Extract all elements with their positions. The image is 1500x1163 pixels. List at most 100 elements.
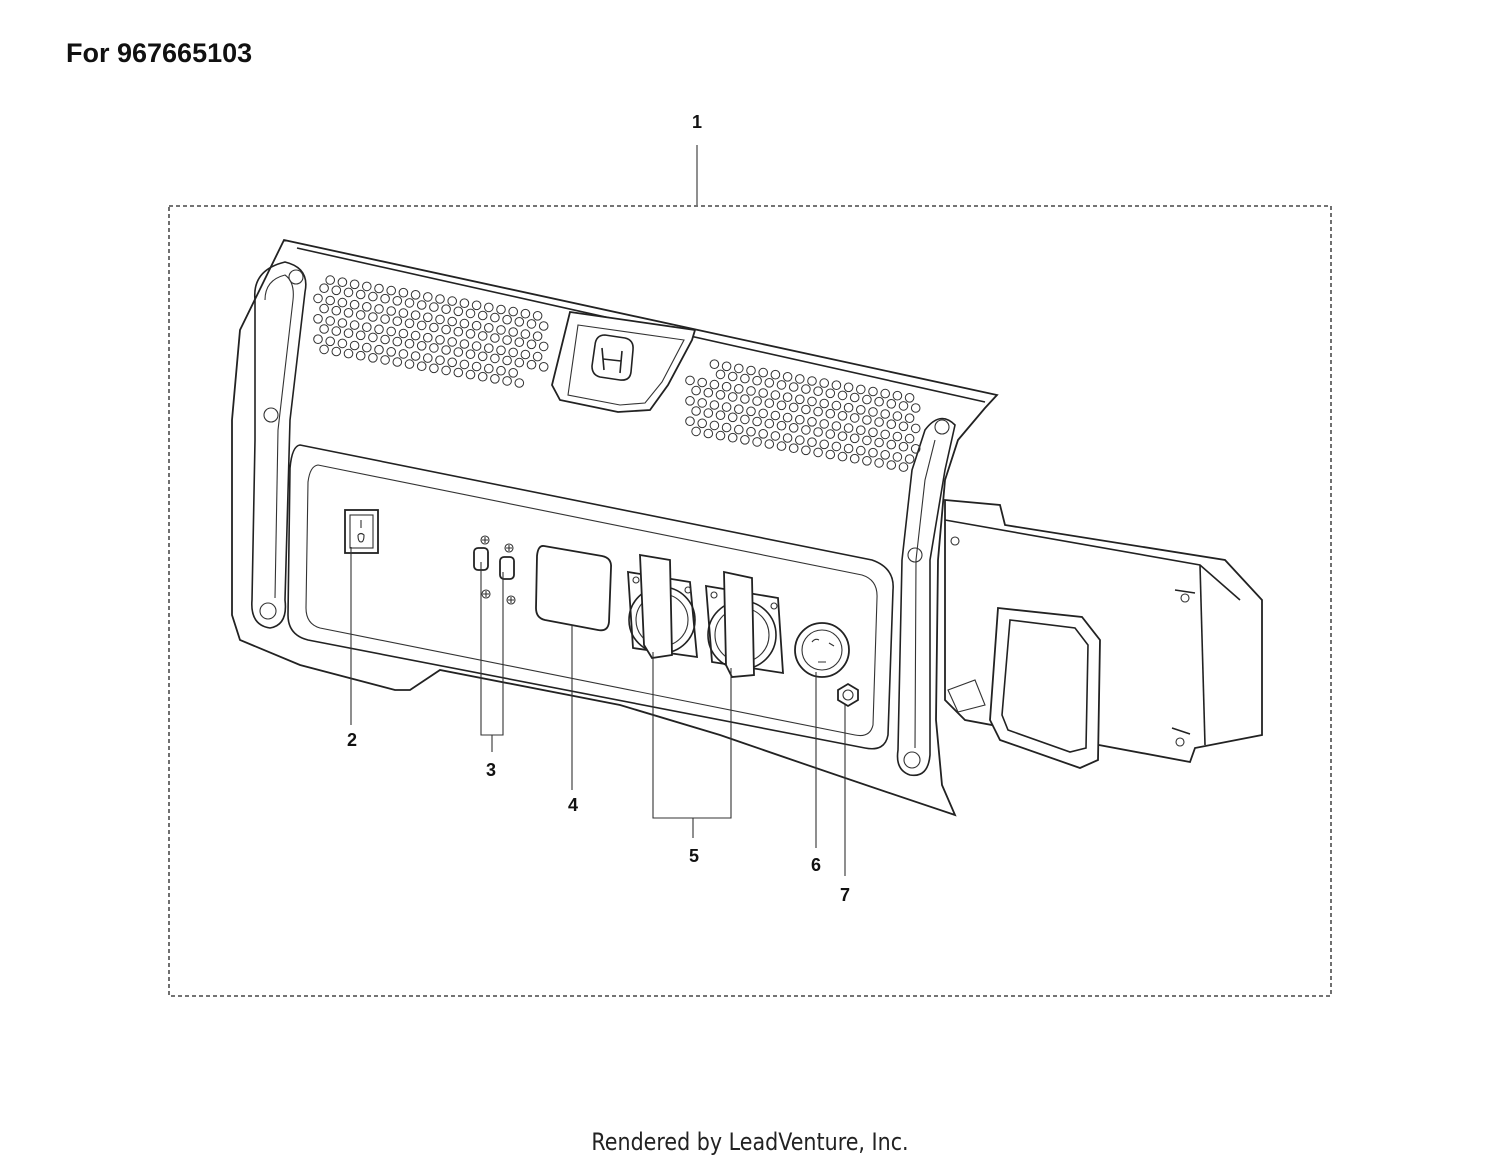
vent-hole xyxy=(331,326,342,336)
vent-hole xyxy=(410,330,421,341)
vent-hole xyxy=(325,295,336,306)
vent-hole xyxy=(368,353,378,363)
vent-hole xyxy=(856,384,866,395)
vent-hole xyxy=(709,359,720,370)
vent-hole xyxy=(758,388,769,398)
vent-hole xyxy=(459,339,470,349)
vent-hole xyxy=(874,417,884,427)
vent-hole xyxy=(795,435,805,445)
vent-hole xyxy=(447,337,458,347)
vent-hole xyxy=(337,297,348,308)
vent-hole xyxy=(502,314,512,325)
vent-hole xyxy=(880,388,891,399)
vent-hole xyxy=(868,427,878,438)
vent-hole xyxy=(490,312,500,323)
vent-hole xyxy=(484,343,494,354)
vent-hole xyxy=(502,376,512,386)
vent-hole xyxy=(849,392,860,403)
vent-hole xyxy=(526,339,537,350)
vent-hole xyxy=(892,452,903,462)
vent-hole xyxy=(374,304,384,314)
vent-hole xyxy=(526,359,537,370)
vent-hole xyxy=(795,374,805,384)
vent-hole xyxy=(484,323,494,333)
vent-hole xyxy=(874,437,884,448)
vent-hole xyxy=(868,386,878,397)
footer-credit: Rendered by LeadVenture, Inc. xyxy=(591,1128,909,1156)
vent-hole xyxy=(721,381,732,392)
vent-hole xyxy=(331,346,342,357)
vent-hole xyxy=(508,368,519,378)
vent-hole xyxy=(538,321,549,331)
vent-hole xyxy=(685,396,695,406)
vent-hole xyxy=(404,338,415,349)
vent-hole xyxy=(465,329,476,339)
vent-hole xyxy=(764,378,775,388)
vent-hole xyxy=(319,324,329,334)
vent-hole xyxy=(837,411,848,421)
vent-hole xyxy=(721,361,732,372)
vent-hole xyxy=(349,299,360,310)
vent-hole xyxy=(410,310,421,321)
vent-hole xyxy=(892,411,903,421)
vent-hole xyxy=(423,292,433,302)
vent-hole xyxy=(752,375,762,386)
vent-hole xyxy=(801,404,811,415)
vent-hole xyxy=(703,408,714,418)
vent-hole xyxy=(520,349,531,360)
vent-hole xyxy=(904,393,915,403)
page-title: For 967665103 xyxy=(66,38,253,68)
vent-hole xyxy=(325,316,336,326)
vent-hole xyxy=(813,427,823,437)
vent-hole xyxy=(709,400,720,410)
vent-hole xyxy=(362,342,372,353)
vent-hole xyxy=(386,285,397,296)
vent-hole xyxy=(453,326,464,337)
vent-hole xyxy=(715,390,726,400)
vent-hole xyxy=(825,429,836,439)
vent-hole xyxy=(471,361,482,372)
vent-hole xyxy=(477,351,488,362)
vent-hole xyxy=(368,312,378,322)
vent-hole xyxy=(319,283,329,294)
vent-hole xyxy=(429,363,439,374)
vent-hole xyxy=(313,293,323,304)
vent-hole xyxy=(910,403,921,413)
vent-hole xyxy=(862,415,872,425)
vent-hole xyxy=(898,421,909,432)
vent-hole xyxy=(709,420,720,431)
vent-hole xyxy=(910,423,921,434)
vent-hole xyxy=(374,324,384,335)
vent-hole xyxy=(801,445,811,456)
vent-hole xyxy=(862,394,872,405)
vent-hole xyxy=(538,341,549,352)
vent-hole xyxy=(752,416,762,427)
vent-hole xyxy=(764,418,775,429)
vent-hole xyxy=(849,453,860,464)
vent-hole xyxy=(410,351,421,361)
vent-hole xyxy=(819,378,830,388)
vent-hole xyxy=(416,361,427,372)
blank-cover-plate xyxy=(535,545,612,632)
vent-hole xyxy=(313,334,323,345)
vent-hole xyxy=(892,431,903,442)
vent-hole xyxy=(813,386,823,397)
vent-hole xyxy=(831,400,842,411)
vent-hole xyxy=(447,316,458,327)
vent-hole xyxy=(849,413,860,423)
vent-hole xyxy=(508,306,519,317)
vent-hole xyxy=(349,320,360,330)
vent-hole xyxy=(782,372,793,382)
twist-lock-outlet xyxy=(794,622,850,678)
vent-hole xyxy=(380,355,390,365)
vent-hole xyxy=(807,437,817,448)
vent-hole xyxy=(709,379,720,390)
vent-hole xyxy=(715,369,726,380)
vent-hole xyxy=(496,345,506,356)
vent-hole xyxy=(837,390,848,401)
vent-hole xyxy=(325,336,336,347)
vent-hole xyxy=(746,386,756,396)
vent-hole xyxy=(837,431,848,442)
vent-hole xyxy=(813,406,823,417)
callout-2: 2 xyxy=(347,730,357,750)
